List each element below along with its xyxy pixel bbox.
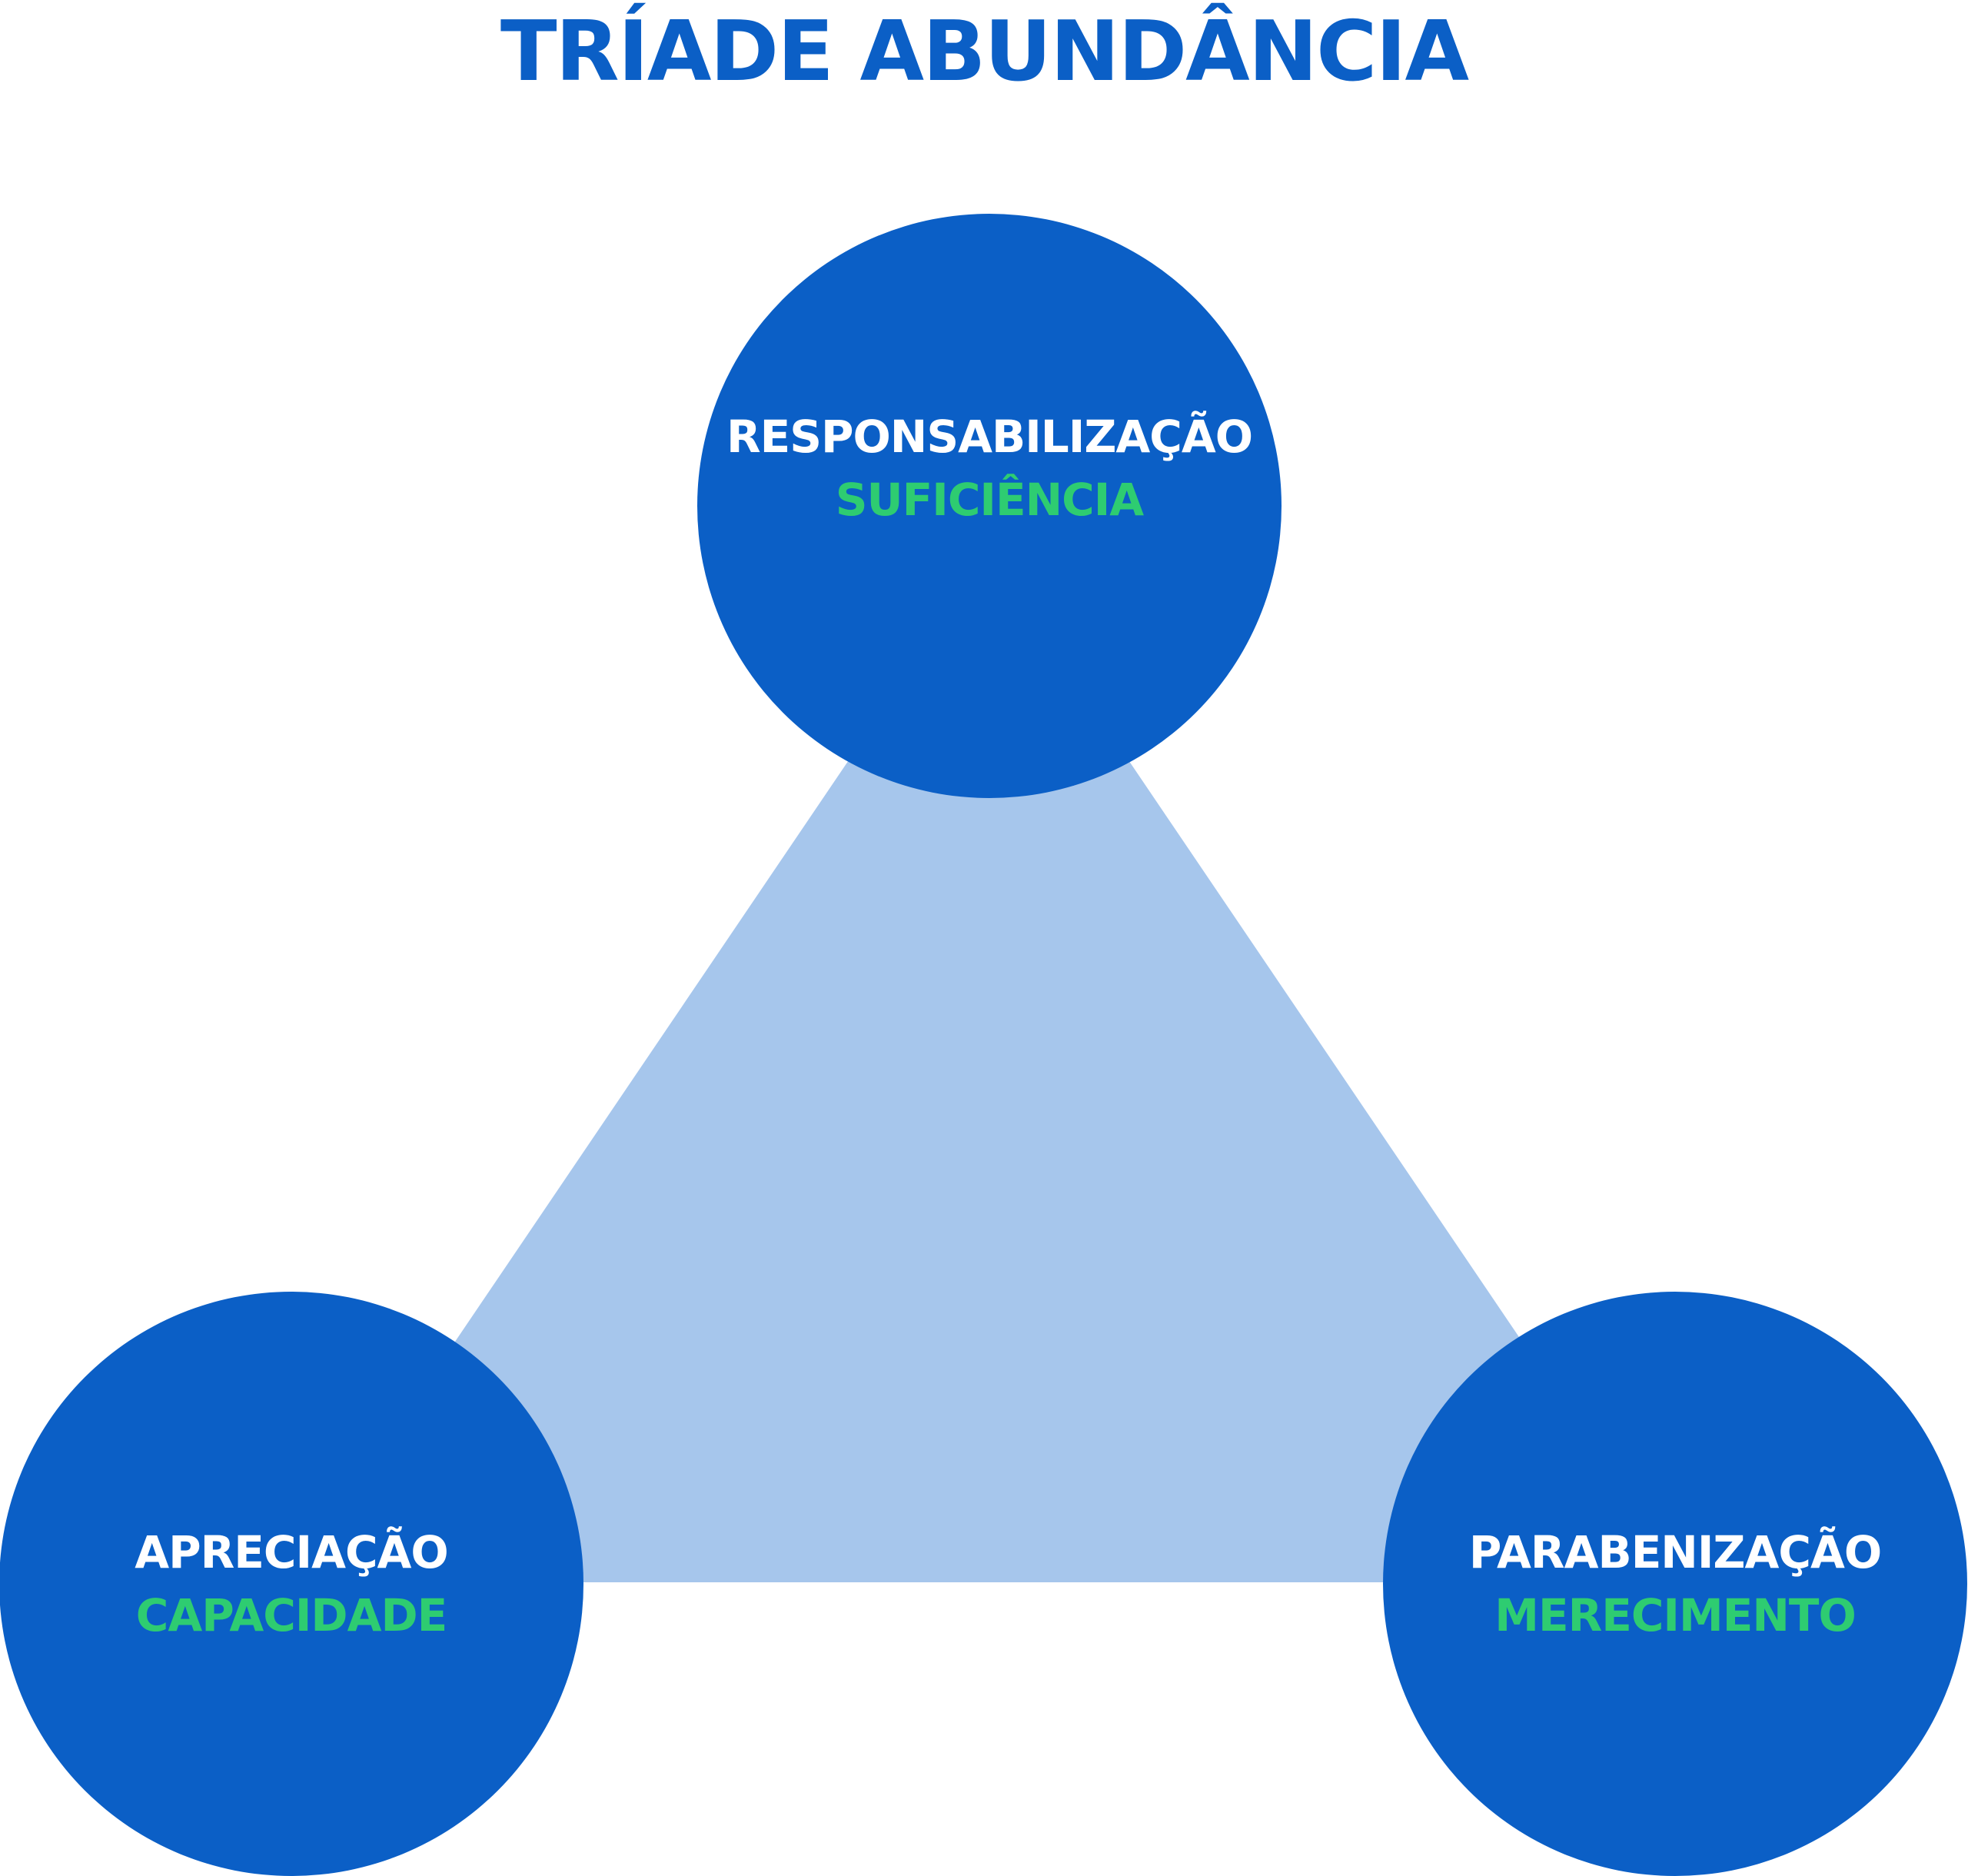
node-responsabilizacao: RESPONSABILIZAÇÃO SUFICIÊNCIA — [697, 214, 1282, 798]
diagram-title: TRÍADE ABUNDÂNCIA — [500, 4, 1469, 100]
node-primary-label: RESPONSABILIZAÇÃO — [726, 411, 1253, 463]
node-apreciacao: APRECIAÇÃO CAPACIDADE — [0, 1292, 583, 1876]
node-secondary-label: MERECIMENTO — [1494, 1589, 1857, 1642]
node-parabenizacao: PARABENIZAÇÃO MERECIMENTO — [1383, 1292, 1967, 1876]
node-primary-label: PARABENIZAÇÃO — [1468, 1526, 1882, 1578]
node-primary-label: APRECIAÇÃO — [135, 1526, 448, 1578]
node-secondary-label: CAPACIDADE — [135, 1589, 447, 1642]
triangle-shape — [292, 554, 1685, 1582]
node-secondary-label: SUFICIÊNCIA — [835, 474, 1144, 526]
